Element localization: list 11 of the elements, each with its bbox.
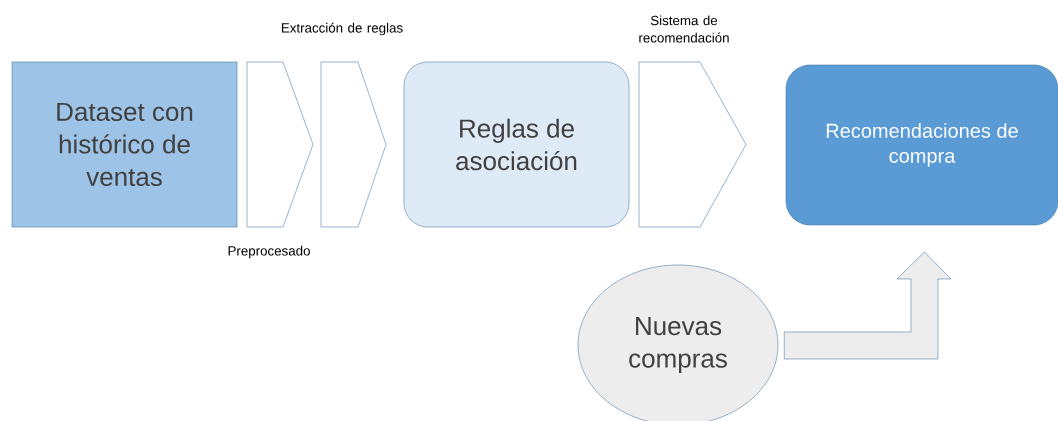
step-label: Sistema de recomendación xyxy=(639,15,729,43)
step-label: Preprocesado xyxy=(228,245,310,259)
chevron-shape xyxy=(246,61,314,228)
chevron-shape xyxy=(638,61,747,228)
dataset-box: Dataset con histórico de ventas xyxy=(11,61,238,228)
ellipse-node: Nuevas compras xyxy=(577,264,779,421)
result-box: Recomendaciones de compra xyxy=(785,64,1058,226)
rules-box: Reglas de asociación xyxy=(403,61,630,228)
step-label: Extracción de reglas xyxy=(281,22,403,36)
chevron-shape xyxy=(320,61,387,228)
bent-arrow xyxy=(784,251,952,360)
